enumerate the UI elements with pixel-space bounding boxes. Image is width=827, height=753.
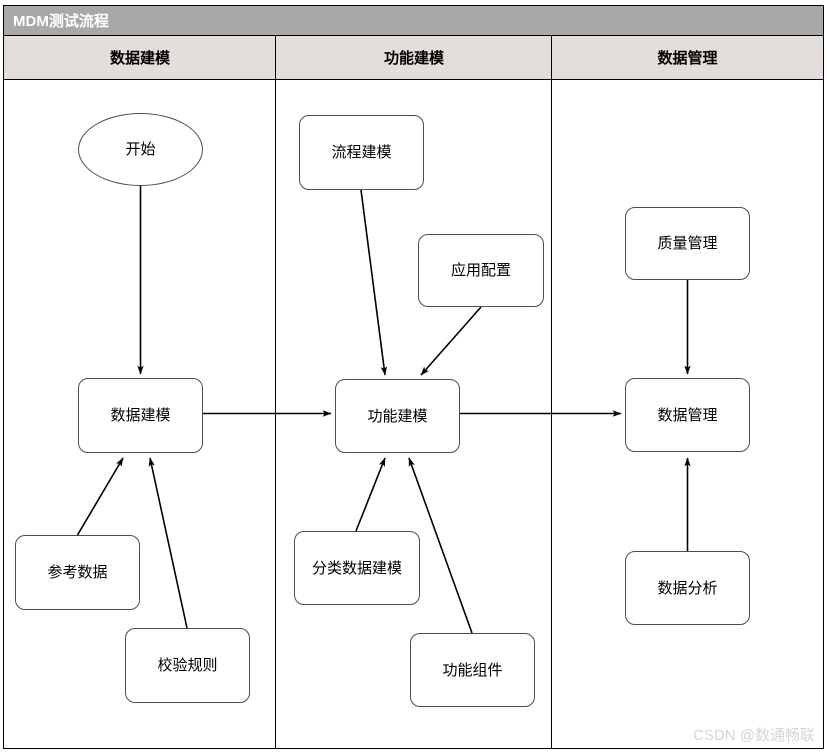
node-label-function-modeling: 功能建模 xyxy=(367,407,428,425)
lane-header-data-management: 数据管理 xyxy=(552,36,823,80)
node-data-management[interactable]: 数据管理 xyxy=(625,378,750,452)
node-data-modeling[interactable]: 数据建模 xyxy=(78,378,203,453)
node-label-quality-management: 质量管理 xyxy=(657,235,718,252)
node-data-analysis[interactable]: 数据分析 xyxy=(625,551,750,625)
node-label-data-modeling: 数据建模 xyxy=(110,407,171,424)
node-label-start: 开始 xyxy=(125,141,156,158)
lane-divider-2 xyxy=(551,36,552,748)
node-label-classified-data-modeling: 分类数据建模 xyxy=(311,559,402,577)
node-label-data-management: 数据管理 xyxy=(657,406,718,424)
node-label-validation-rules: 校验规则 xyxy=(157,657,218,674)
node-start[interactable]: 开始 xyxy=(78,113,203,186)
node-function-modeling[interactable]: 功能建模 xyxy=(335,379,460,453)
diagram-title-bar: MDM测试流程 xyxy=(4,6,823,36)
node-label-function-component: 功能组件 xyxy=(442,661,503,679)
node-process-modeling[interactable]: 流程建模 xyxy=(299,115,424,190)
lane-header-function-modeling: 功能建模 xyxy=(276,36,552,80)
node-label-reference-data: 参考数据 xyxy=(47,564,108,581)
page-title: MDM测试流程 xyxy=(13,13,109,30)
node-reference-data[interactable]: 参考数据 xyxy=(15,535,140,610)
lane-label-data-management: 数据管理 xyxy=(657,50,718,67)
watermark: CSDN @数通畅联 xyxy=(693,727,815,744)
lane-label-data-modeling: 数据建模 xyxy=(109,50,170,67)
node-function-component[interactable]: 功能组件 xyxy=(410,633,535,707)
lane-header-data-modeling: 数据建模 xyxy=(4,36,276,80)
node-label-app-config: 应用配置 xyxy=(450,262,511,279)
node-classified-data-modeling[interactable]: 分类数据建模 xyxy=(294,531,420,605)
node-app-config[interactable]: 应用配置 xyxy=(418,234,544,307)
lane-divider-1 xyxy=(275,36,276,748)
lane-label-function-modeling: 功能建模 xyxy=(383,50,444,67)
node-quality-management[interactable]: 质量管理 xyxy=(625,207,750,280)
node-label-process-modeling: 流程建模 xyxy=(331,144,392,161)
node-label-data-analysis: 数据分析 xyxy=(657,579,718,597)
node-validation-rules[interactable]: 校验规则 xyxy=(125,628,250,703)
